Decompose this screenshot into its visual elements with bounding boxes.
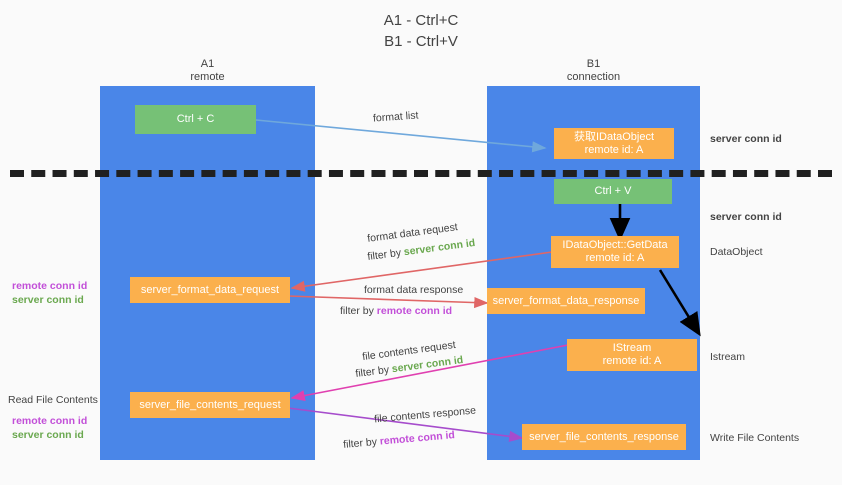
left-label-server-conn-id-1: server conn id	[12, 294, 84, 306]
filter-prefix: filter by	[354, 363, 393, 381]
page-title: A1 - Ctrl+C B1 - Ctrl+V	[383, 12, 459, 50]
right-label-istream: Istream	[710, 351, 746, 363]
right-label-write-file-contents: Write File Contents	[710, 432, 800, 444]
divider-dashed-line	[10, 170, 832, 177]
left-label-read-file-contents: Read File Contents	[8, 394, 98, 406]
edge-label-format-list: format list	[372, 109, 419, 125]
left-label-remote-conn-id-1: remote conn id	[12, 280, 88, 292]
filter-value-server-conn-id: server conn id	[403, 236, 476, 259]
filter-prefix: filter by	[366, 246, 405, 264]
node-server-file-contents-request[interactable]: server_file_contents_request	[130, 392, 290, 418]
node-idataobject-getdata[interactable]: IDataObject::GetData remote id: A	[551, 236, 679, 268]
node-server-file-contents-response[interactable]: server_file_contents_response	[522, 424, 686, 450]
edge-label-format-data-response-filter: filter by remote conn id	[340, 304, 452, 318]
node-server-format-data-request[interactable]: server_format_data_request	[130, 277, 290, 303]
node-ctrl-v[interactable]: Ctrl + V	[554, 179, 672, 204]
right-label-server-conn-id-mid: server conn id	[710, 211, 782, 223]
right-label-dataobject: DataObject	[710, 246, 763, 258]
node-get-idataobject[interactable]: 获取IDataObject remote id: A	[554, 128, 674, 159]
edge-label-file-contents-response: file contents response	[373, 404, 477, 426]
edge-label-format-data-response: format data response	[364, 284, 464, 296]
right-label-server-conn-id-top: server conn id	[710, 133, 782, 145]
node-ctrl-c[interactable]: Ctrl + C	[135, 105, 256, 134]
filter-prefix: filter by	[340, 305, 377, 317]
filter-value-remote-conn-id: remote conn id	[379, 429, 456, 448]
column-header-a1: A1 remote	[190, 58, 225, 83]
node-server-format-data-response[interactable]: server_format_data_response	[487, 288, 645, 314]
left-label-server-conn-id-2: server conn id	[12, 429, 84, 441]
column-header-b1: B1 connection	[566, 58, 621, 83]
arrow-format-data-response	[287, 295, 489, 309]
filter-value-remote-conn-id: remote conn id	[376, 305, 453, 317]
node-istream[interactable]: IStream remote id: A	[567, 339, 697, 371]
edge-label-file-contents-response-filter: filter by remote conn id	[343, 428, 456, 452]
filter-prefix: filter by	[342, 435, 381, 451]
left-label-remote-conn-id-2: remote conn id	[12, 415, 88, 427]
